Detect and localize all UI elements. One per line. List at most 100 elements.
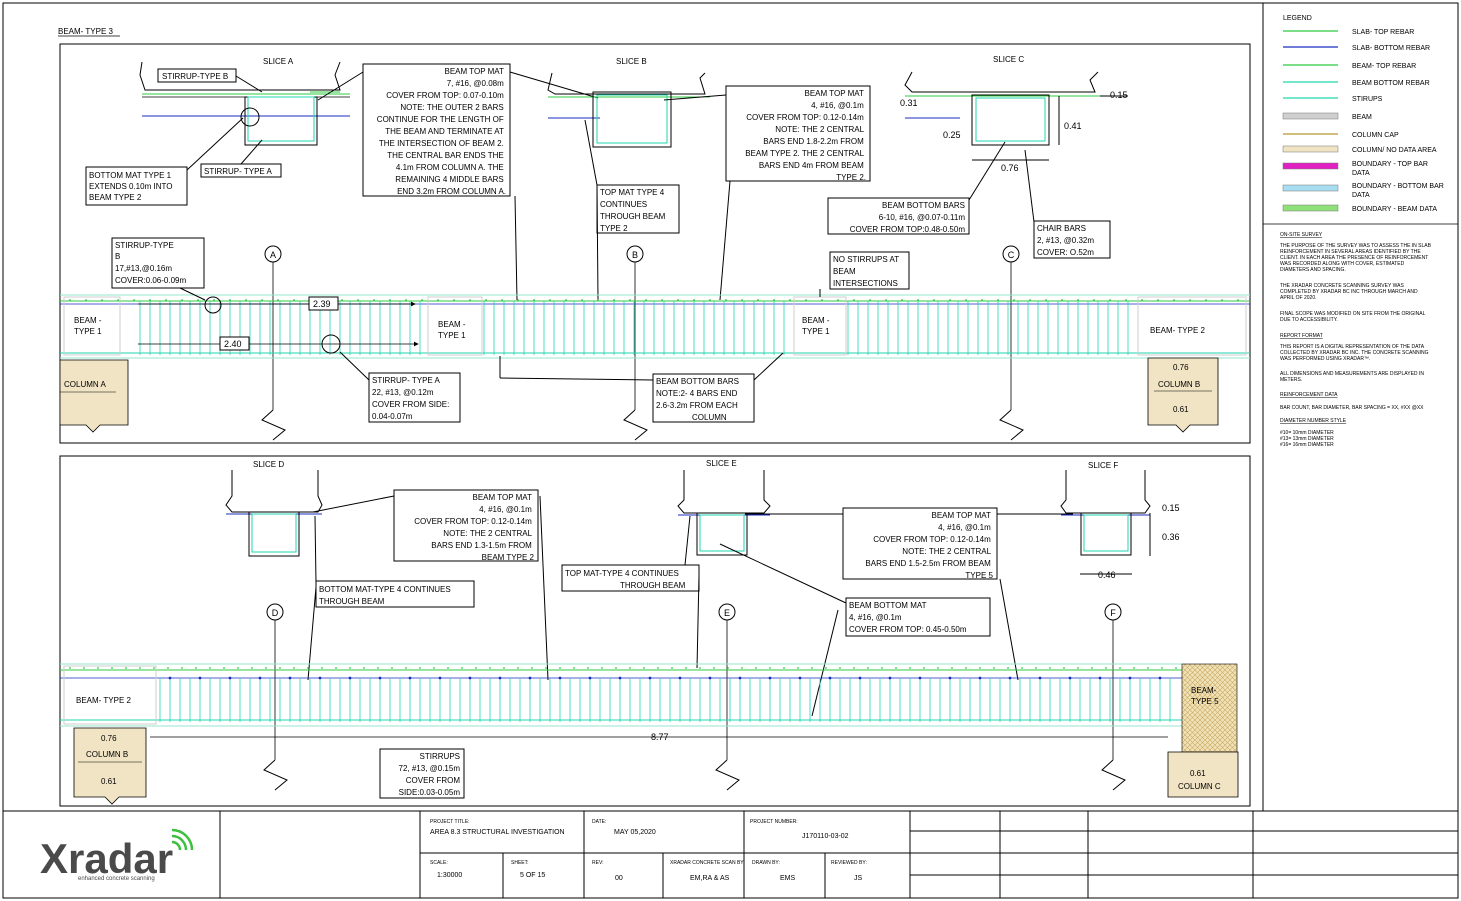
top-bar-dot (755, 667, 757, 669)
bottom-bar-dot (1158, 676, 1162, 680)
bottom-bar-dot (408, 676, 412, 680)
top-bar-dot (549, 299, 551, 301)
diameter-heading: DIAMETER NUMBER STYLE (1280, 418, 1347, 424)
top-bar-dot (671, 667, 673, 669)
beam-type2-label-lower: BEAM- TYPE 2 (76, 696, 132, 705)
top-bar-dot (923, 667, 925, 669)
top-bar-dot (853, 299, 855, 301)
top-bar-dot (405, 667, 407, 669)
top-bar-dot (293, 667, 295, 669)
grid-a: A (261, 245, 286, 441)
top-bar-dot (341, 299, 343, 301)
top-bar-dot (501, 299, 503, 301)
top-bar-dot (949, 299, 951, 301)
bottom-bar-dot (978, 676, 982, 680)
top-bar-dot (1093, 299, 1095, 301)
top-bar-dot (613, 299, 615, 301)
grid-e: E (715, 603, 740, 791)
upper-stirrups (69, 299, 1239, 355)
top-bar-dot (1157, 299, 1159, 301)
bottom-bar-dot (588, 676, 592, 680)
top-bar-dot (699, 667, 701, 669)
top-bar-dot (1063, 667, 1065, 669)
legend-swatch (1282, 184, 1339, 192)
dim-c-041: 0.41 (1064, 121, 1082, 131)
bottom-bar-dot (888, 676, 892, 680)
top-bar-dot (265, 667, 267, 669)
reviewed-by: JS (854, 875, 863, 882)
slice-b-title: SLICE B (616, 57, 647, 66)
lower-panel: SLICE D SLICE E SLICE F 0.15 0.36 0.46 (59, 455, 1251, 807)
top-bar-dot (805, 299, 807, 301)
top-bar-dot (237, 667, 239, 669)
legend-label: COLUMN CAP (1352, 132, 1399, 139)
top-bar-dot (277, 299, 279, 301)
svg-text:BEAM TOP MAT 4, #16, @: BEAM TOP MAT 4, #16, @0.1m COVER FROM TO… (865, 511, 993, 580)
top-bar-dot (461, 667, 463, 669)
svg-text:XRADAR CONCRETE SCAN BY:: XRADAR CONCRETE SCAN BY: (670, 860, 745, 866)
bottom-bar-dot (498, 676, 502, 680)
top-bar-dot (1221, 299, 1223, 301)
top-bar-dot (757, 299, 759, 301)
svg-text:DATE:: DATE: (592, 819, 606, 825)
stirrup-type-a-tag-text: STIRRUP- TYPE A (204, 167, 273, 176)
upper-beam-elevation (60, 294, 1250, 359)
top-bar-dot (789, 299, 791, 301)
upper-panel-frame (59, 43, 1251, 444)
top-mat-b-note: BEAM TOP MAT 4, #16, @0.1m COVER FROM TO… (663, 85, 871, 301)
top-bar-dot (783, 667, 785, 669)
grid-b: B (623, 245, 648, 441)
top-bar-dot (83, 667, 85, 669)
bottom-bar-dot (168, 676, 172, 680)
top-bar-dot (389, 299, 391, 301)
legend-swatch (1282, 204, 1339, 212)
slice-a-title: SLICE A (263, 57, 294, 66)
top-bar-dot (533, 299, 535, 301)
top-bar-dot (629, 299, 631, 301)
slice-a-section (139, 61, 350, 146)
top-bar-dot (489, 667, 491, 669)
top-bar-dot (1125, 299, 1127, 301)
top-bar-dot (741, 667, 743, 669)
top-bar-dot (421, 299, 423, 301)
top-bar-dot (839, 667, 841, 669)
format-paragraph-1: THIS REPORT IS A DIGITAL REPRESENTATION … (1280, 344, 1429, 362)
top-bar-dot (997, 299, 999, 301)
survey-paragraph-1: THE PURPOSE OF THE SURVEY WAS TO ASSESS … (1280, 243, 1432, 273)
top-bar-dot (643, 667, 645, 669)
top-bar-dot (657, 667, 659, 669)
bottom-bar-dot (828, 676, 832, 680)
top-bar-dot (917, 299, 919, 301)
top-bar-dot (629, 667, 631, 669)
top-bar-dot (645, 299, 647, 301)
top-mat-e-note: BEAM TOP MAT 4, #16, @0.1m COVER FROM TO… (745, 507, 1073, 681)
bottom-bar-dot (648, 676, 652, 680)
beam-type2-label-upper: BEAM- TYPE 2 (1150, 326, 1206, 335)
bottom-bar-dot (228, 676, 232, 680)
top-bar-dot (565, 299, 567, 301)
top-bar-dot (363, 667, 365, 669)
svg-text:BEAM TOP MAT 4, #16, @: BEAM TOP MAT 4, #16, @0.1m COVER FROM TO… (414, 493, 534, 562)
grid-c: C (999, 245, 1024, 441)
top-bar-dot (1029, 299, 1031, 301)
bottom-bar-dot (1068, 676, 1072, 680)
top-bar-dot (951, 667, 953, 669)
scale: 1:30000 (437, 872, 462, 879)
slice-e-section (677, 470, 771, 556)
bottom-bar-dot (468, 676, 472, 680)
top-bar-dot (335, 667, 337, 669)
col-b-dim-076: 0.76 (1173, 363, 1189, 372)
